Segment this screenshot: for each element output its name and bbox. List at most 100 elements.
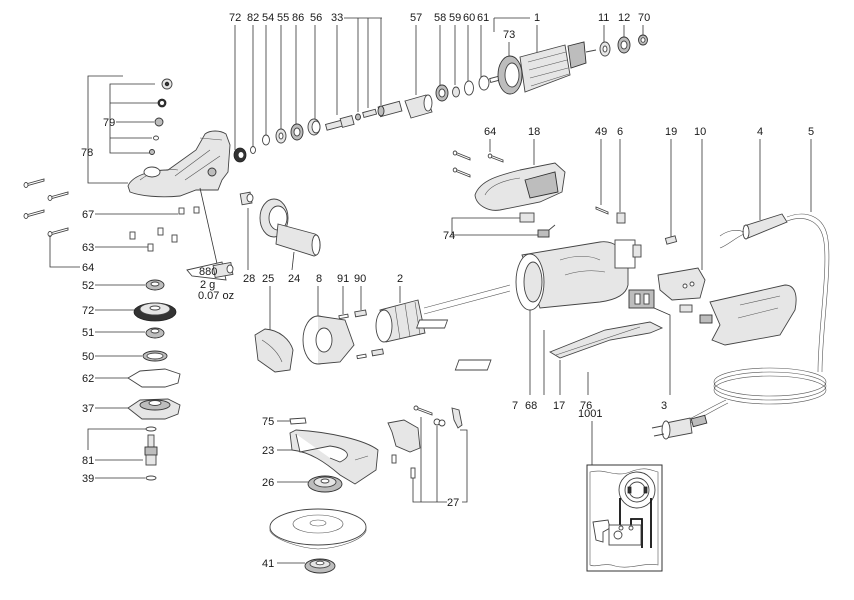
label-82: 82 — [247, 12, 259, 24]
label-1001: 1001 — [578, 408, 602, 420]
label-73: 73 — [503, 29, 515, 41]
label-91: 91 — [337, 273, 349, 285]
part-86-bearing — [290, 123, 304, 141]
label-33: 33 — [331, 12, 343, 24]
label-24: 24 — [288, 273, 300, 285]
label-51: 51 — [82, 327, 94, 339]
label-76: 76 — [580, 400, 592, 412]
part-17-switch-rod — [548, 321, 664, 359]
part-82-washer — [250, 146, 256, 154]
part-10-switch — [657, 267, 706, 301]
spindle-parts-row — [233, 34, 648, 163]
label-12: 12 — [618, 12, 630, 24]
label-60: 60 — [463, 12, 475, 24]
part-4-cord-sleeve — [719, 213, 788, 249]
part-23-wheel-guard — [289, 429, 379, 485]
label-18: 18 — [528, 126, 540, 138]
label-81: 81 — [82, 455, 94, 467]
part-50-spring-washer — [142, 350, 168, 362]
part-cord-cover — [709, 284, 797, 346]
part-5-plug — [651, 414, 708, 440]
label-50: 50 — [82, 351, 94, 363]
part-10-small-parts — [679, 304, 713, 324]
label-70: 70 — [638, 12, 650, 24]
part-26-support-flange — [307, 475, 343, 493]
part-91-90-screws-sleeves — [338, 309, 384, 360]
part-75-label — [289, 417, 307, 425]
part-59-washer — [452, 86, 460, 98]
part-41-clamping-nut — [304, 558, 336, 574]
label-72-left: 72 — [82, 305, 94, 317]
label-57: 57 — [410, 12, 422, 24]
part-8-fan-baffle — [302, 315, 355, 365]
label-17: 17 — [553, 400, 565, 412]
part-39-ring — [145, 475, 157, 481]
label-3: 3 — [661, 400, 667, 412]
switch-symbol — [592, 519, 642, 546]
label-19: 19 — [665, 126, 677, 138]
part-7-motor-housing — [515, 239, 642, 311]
middle-group: 28 25 24 8 91 90 — [239, 191, 511, 373]
label-2: 2 — [397, 273, 403, 285]
part-28-bushing — [239, 191, 254, 206]
part-57-bearing-sleeve — [404, 94, 433, 119]
part-52-bearing — [145, 279, 165, 291]
gear-housing-group: 78 79 — [23, 75, 234, 302]
guard-group: 75 23 26 41 — [262, 405, 468, 574]
part-76-label — [454, 359, 492, 371]
label-5: 5 — [808, 126, 814, 138]
label-55: 55 — [277, 12, 289, 24]
part-24-side-handle — [259, 198, 321, 257]
cord-group: 4 5 — [651, 126, 830, 440]
label-68: 68 — [525, 400, 537, 412]
label-8: 8 — [316, 273, 322, 285]
part-61-retaining-ring — [478, 75, 490, 91]
gear-stack-group: 52 72 51 50 62 37 — [82, 279, 181, 485]
label-86: 86 — [292, 12, 304, 24]
grease-code: 880 — [199, 266, 217, 278]
part-11-bearing — [599, 41, 611, 57]
part-70-nut — [638, 34, 648, 46]
label-1: 1 — [534, 12, 540, 24]
label-39: 39 — [82, 473, 94, 485]
part-64-screws-left — [23, 178, 69, 237]
part-51-bearing — [145, 327, 165, 339]
grinding-disc — [269, 508, 367, 550]
part-54-washer — [262, 134, 270, 146]
label-4: 4 — [757, 126, 763, 138]
label-64-right: 64 — [484, 126, 496, 138]
label-6: 6 — [617, 126, 623, 138]
label-23: 23 — [262, 445, 274, 457]
label-49: 49 — [595, 126, 607, 138]
top-callouts: 72 82 54 55 86 56 33 57 58 59 60 61 1 73… — [229, 12, 650, 41]
part-67-63-screws — [129, 206, 200, 252]
label-62: 62 — [82, 373, 94, 385]
part-18-handle-cover — [474, 162, 566, 211]
part-81-spindle — [144, 426, 158, 466]
label-64-left: 64 — [82, 262, 94, 274]
part-60-ring — [464, 80, 474, 96]
grease-amount-imperial: 0.07 oz — [198, 290, 234, 302]
label-11: 11 — [598, 12, 609, 24]
motor-symbol — [618, 471, 656, 509]
part-6-clip — [616, 212, 626, 224]
label-25: 25 — [262, 273, 274, 285]
label-63: 63 — [82, 242, 94, 254]
label-59: 59 — [449, 12, 461, 24]
part-33-lock-pin — [324, 100, 403, 131]
label-58: 58 — [434, 12, 446, 24]
part-3-electronics — [628, 289, 655, 309]
handle-cover-group: 64 18 74 49 6 19 — [443, 126, 706, 270]
part-25-air-guide — [254, 328, 294, 373]
label-61: 61 — [477, 12, 489, 24]
part-64-screws-right — [452, 150, 504, 178]
part-68-label — [416, 319, 449, 329]
part-55-washer — [275, 128, 287, 144]
label-56: 56 — [310, 12, 322, 24]
label-26: 26 — [262, 477, 274, 489]
part-58-bearing — [435, 84, 449, 102]
part-72-pinion — [233, 147, 247, 163]
part-2-field — [375, 284, 511, 343]
motor-housing-group: 7 68 17 76 3 — [416, 239, 713, 412]
